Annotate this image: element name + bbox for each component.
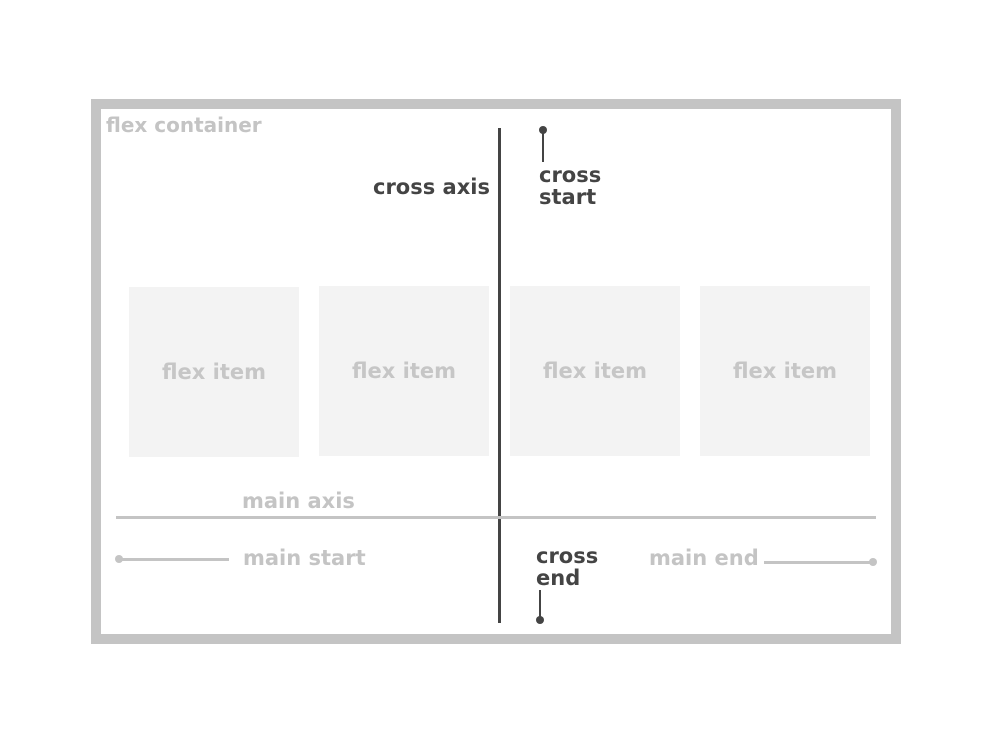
cross-axis-line [498, 128, 501, 623]
cross-start-stem [542, 130, 544, 162]
cross-end-stem [539, 590, 541, 620]
flex-item-label: flex item [732, 359, 838, 383]
cross-end-label-line-1: cross [536, 544, 599, 568]
flex-item-label: flex item [351, 359, 457, 383]
main-axis-label: main axis [242, 489, 355, 513]
main-axis-line [116, 516, 876, 519]
main-start-label: main start [243, 546, 366, 570]
cross-start-label: cross start [539, 164, 601, 208]
cross-end-dot [536, 616, 544, 624]
flex-item-3: flex item [510, 286, 680, 456]
flex-item-1: flex item [129, 287, 299, 457]
cross-axis-label: cross axis [373, 175, 490, 199]
main-end-line [764, 561, 874, 564]
flex-item-4: flex item [700, 286, 870, 456]
flex-item-label: flex item [161, 360, 267, 384]
main-end-dot [869, 558, 877, 566]
cross-start-label-line-1: cross [539, 163, 602, 187]
cross-end-label-line-2: end [536, 566, 581, 590]
flex-item-2: flex item [319, 286, 489, 456]
flex-container-label: flex container [106, 113, 262, 137]
flex-item-label: flex item [542, 359, 648, 383]
cross-end-label: cross end [536, 545, 598, 589]
cross-start-label-line-2: start [539, 185, 597, 209]
main-start-line [119, 558, 229, 561]
main-end-label: main end [649, 546, 759, 570]
